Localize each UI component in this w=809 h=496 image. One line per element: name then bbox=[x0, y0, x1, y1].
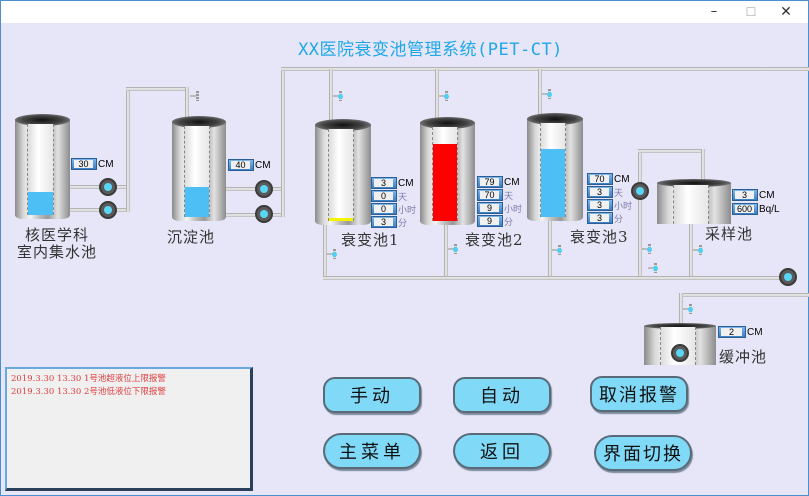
hours-readout: 9 小时 bbox=[477, 202, 522, 214]
valve-icon[interactable] bbox=[327, 249, 337, 259]
valve-icon[interactable] bbox=[439, 91, 449, 101]
tank-sedimentation[interactable] bbox=[172, 116, 226, 221]
tank-label: 采样池 bbox=[705, 225, 754, 243]
pipe bbox=[223, 213, 285, 217]
level-readout: 3 CM bbox=[371, 177, 414, 189]
pipe bbox=[281, 69, 285, 217]
tank-decay-2[interactable] bbox=[420, 117, 475, 225]
pipe bbox=[323, 276, 793, 280]
tank-label: 核医学科 bbox=[25, 226, 90, 244]
activity-readout: 600 Bq/L bbox=[732, 203, 780, 215]
tank-label: 缓冲池 bbox=[719, 348, 768, 366]
level-readout: 70 CM bbox=[587, 173, 630, 185]
pipe bbox=[126, 89, 130, 189]
pipe bbox=[679, 293, 809, 297]
valve-icon[interactable] bbox=[333, 91, 343, 101]
tank-label: 衰变池1 bbox=[341, 231, 400, 249]
valve-icon[interactable] bbox=[683, 304, 693, 314]
valve-icon[interactable] bbox=[693, 245, 703, 255]
pipe bbox=[281, 67, 809, 71]
level-readout: 79 CM bbox=[477, 176, 520, 188]
pipe bbox=[126, 185, 130, 212]
pipe bbox=[679, 293, 683, 325]
minutes-readout: 9 分 bbox=[477, 215, 513, 227]
pump-icon[interactable] bbox=[671, 344, 689, 362]
pipe bbox=[185, 87, 189, 117]
pipe bbox=[329, 69, 333, 124]
days-readout: 70 天 bbox=[477, 189, 513, 201]
pipe bbox=[638, 151, 642, 278]
close-icon: ✕ bbox=[780, 4, 792, 20]
level-readout: 3 CM bbox=[732, 189, 775, 201]
pipe bbox=[689, 223, 693, 278]
tank-level-fill bbox=[28, 192, 53, 215]
pump-icon[interactable] bbox=[631, 182, 649, 200]
pump-icon[interactable] bbox=[779, 268, 797, 286]
pipe bbox=[444, 223, 448, 278]
main-menu-button[interactable]: 主菜单 bbox=[323, 433, 421, 469]
level-value: 40 bbox=[231, 161, 250, 170]
pipe bbox=[67, 185, 130, 189]
pipe bbox=[223, 187, 285, 191]
maximize-button[interactable]: ☐ bbox=[736, 3, 766, 21]
level-readout: 30 CM bbox=[71, 158, 114, 170]
tank-label: 沉淀池 bbox=[167, 228, 216, 246]
level-readout: 40 CM bbox=[228, 159, 271, 171]
pipe bbox=[548, 221, 552, 278]
close-button[interactable]: ✕ bbox=[771, 3, 801, 21]
switch-view-button[interactable]: 界面切换 bbox=[594, 435, 692, 471]
minimize-icon: – bbox=[710, 4, 718, 19]
pump-icon[interactable] bbox=[255, 180, 273, 198]
valve-icon[interactable] bbox=[642, 244, 652, 254]
pump-icon[interactable] bbox=[99, 201, 117, 219]
tank-collection[interactable] bbox=[15, 114, 70, 219]
app-title: XX医院衰变池管理系统(PET-CT) bbox=[298, 40, 563, 60]
alarm-entry: 2019.3.30 13.30 1号池超液位上限报警 bbox=[11, 374, 166, 384]
pipe bbox=[126, 87, 188, 91]
minimize-button[interactable]: – bbox=[699, 3, 729, 21]
level-value: 30 bbox=[74, 160, 93, 169]
title-bar: – ☐ ✕ bbox=[1, 1, 808, 23]
tank-level-fill bbox=[433, 143, 457, 221]
tank-level-fill bbox=[329, 218, 353, 221]
pump-icon[interactable] bbox=[99, 178, 117, 196]
minutes-readout: 3 分 bbox=[371, 216, 407, 228]
hours-readout: 3 小时 bbox=[587, 199, 632, 211]
pump-icon[interactable] bbox=[255, 205, 273, 223]
manual-button[interactable]: 手动 bbox=[323, 377, 421, 413]
cancel-alarm-button[interactable]: 取消报警 bbox=[590, 376, 688, 412]
back-button[interactable]: 返回 bbox=[453, 433, 551, 469]
pipe bbox=[538, 69, 542, 119]
maximize-icon: ☐ bbox=[745, 5, 757, 19]
valve-icon[interactable] bbox=[448, 244, 458, 254]
pipe bbox=[435, 69, 439, 121]
tank-label: 衰变池2 bbox=[465, 231, 524, 249]
alarm-log[interactable]: 2019.3.30 13.30 1号池超液位上限报警 2019.3.30 13.… bbox=[5, 367, 253, 491]
valve-icon[interactable] bbox=[542, 89, 552, 99]
valve-icon[interactable] bbox=[552, 245, 562, 255]
tank-decay-3[interactable] bbox=[527, 113, 583, 221]
pipe bbox=[701, 149, 705, 184]
tank-level-fill bbox=[185, 186, 209, 217]
minutes-readout: 3 分 bbox=[587, 212, 623, 224]
tank-decay-1[interactable] bbox=[315, 119, 371, 225]
days-readout: 0 天 bbox=[371, 190, 407, 202]
valve-icon[interactable] bbox=[648, 263, 658, 273]
hours-readout: 0 小时 bbox=[371, 203, 416, 215]
tank-label: 衰变池3 bbox=[570, 228, 629, 246]
pipe bbox=[67, 208, 130, 212]
valve-icon[interactable] bbox=[190, 91, 200, 101]
alarm-entry: 2019.3.30 13.30 2号池低液位下限报警 bbox=[11, 387, 166, 397]
level-readout: 2 CM bbox=[718, 326, 763, 338]
tank-level-fill bbox=[541, 149, 565, 217]
pipe bbox=[638, 149, 705, 153]
auto-button[interactable]: 自动 bbox=[453, 377, 551, 413]
days-readout: 3 天 bbox=[587, 186, 623, 198]
tank-label: 室内集水池 bbox=[17, 243, 98, 261]
tank-sampling[interactable] bbox=[657, 179, 731, 224]
pipe bbox=[323, 223, 327, 278]
